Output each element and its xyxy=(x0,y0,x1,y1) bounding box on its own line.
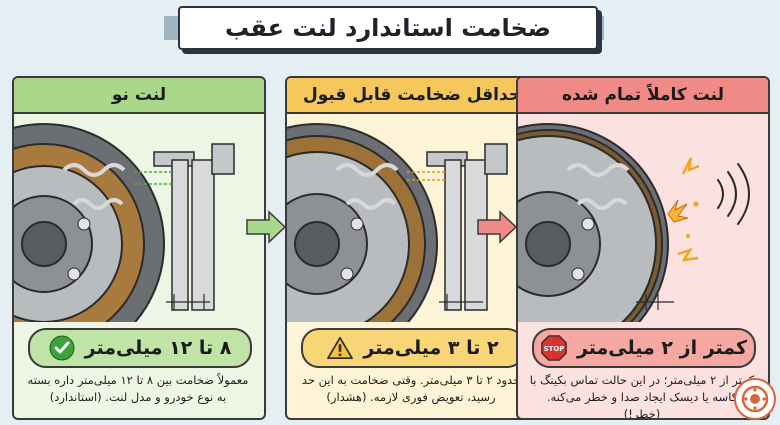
brake-drum-worn-out-illustration xyxy=(518,123,750,322)
title-banner: ضخامت استاندارد لنت عقب xyxy=(164,6,604,52)
stop-sign-icon: STOP xyxy=(541,335,567,361)
thickness-badge: ۸ تا ۱۲ میلی‌متر xyxy=(28,328,252,368)
panel-header: لنت نو xyxy=(14,78,264,114)
arrow-right-icon xyxy=(477,210,518,244)
brand-logo xyxy=(734,378,776,420)
sound-waves-icon xyxy=(717,163,750,225)
panel-fully-worn: لنت کاملاً تمام شده کمت xyxy=(516,76,770,420)
panel-description: کمتر از ۲ میلی‌متر؛ در این حالت تماس بکی… xyxy=(529,373,755,420)
panel-header: حداقل ضخامت قابل قبول xyxy=(287,78,537,114)
panel-new-pad: لنت نو ۸ تا ۱۲ میلی‌متر معمولاً ضخامت بی… xyxy=(12,76,266,420)
badge-label: کمتر از ۲ میلی‌متر xyxy=(576,337,748,359)
check-icon xyxy=(49,335,75,361)
warning-icon xyxy=(327,335,354,361)
arrow-right-icon xyxy=(246,210,287,244)
thickness-badge: ۲ تا ۳ میلی‌متر xyxy=(301,328,525,368)
brake-drum-worn-illustration xyxy=(287,123,508,322)
brake-drum-new-illustration xyxy=(14,123,235,322)
badge-label: ۲ تا ۳ میلی‌متر xyxy=(363,337,499,359)
badge-label: ۸ تا ۱۲ میلی‌متر xyxy=(84,337,232,359)
panel-description: حدود ۲ تا ۳ میلی‌متر. وقتی ضخامت به این … xyxy=(301,373,521,404)
panel-header: لنت کاملاً تمام شده xyxy=(518,78,768,114)
brake-disc-logo-icon xyxy=(741,385,769,413)
panel-minimum-thickness: حداقل ضخامت قابل قبول ۲ تا ۳ میلی‌متر حد… xyxy=(285,76,539,420)
sparks-icon xyxy=(667,157,700,262)
panel-description: معمولاً ضخامت بین ۸ تا ۱۲ میلی‌متر داره … xyxy=(27,373,249,404)
page-title: ضخامت استاندارد لنت عقب xyxy=(178,6,598,50)
stop-sign-label: STOP xyxy=(544,345,565,353)
thickness-badge: کمتر از ۲ میلی‌متر STOP xyxy=(532,328,756,368)
